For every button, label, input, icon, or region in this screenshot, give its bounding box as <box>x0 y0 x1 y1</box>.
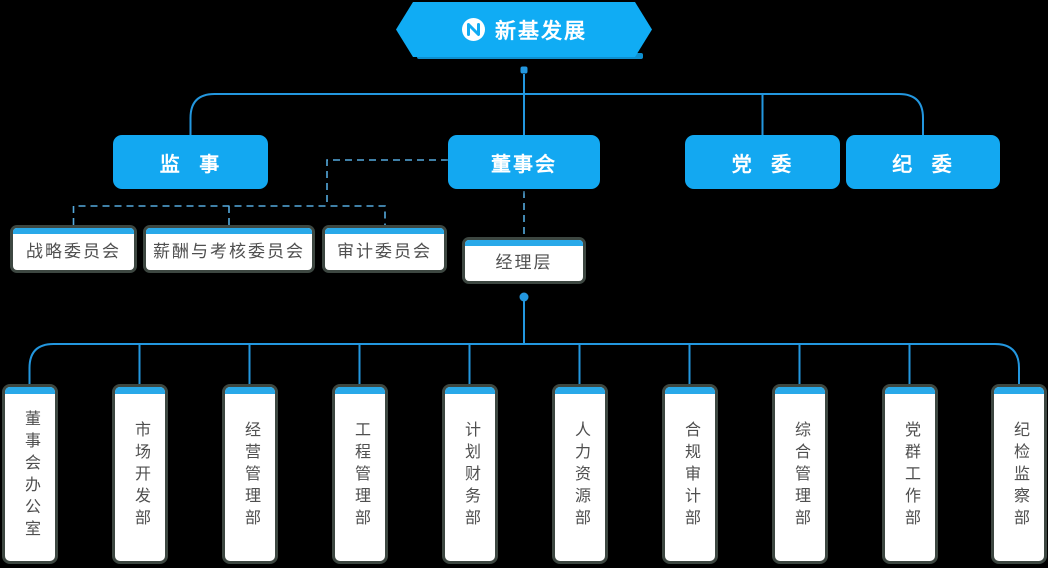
node-compensation-committee: 薪酬与考核委员会 <box>143 225 315 273</box>
node-dept-operations-management: 经营管理部 <box>222 384 278 564</box>
node-label: 工程管理部 <box>352 421 369 531</box>
node-top-bar <box>115 387 165 394</box>
node-top-bar <box>775 387 825 394</box>
company-logo-icon <box>461 17 486 42</box>
node-label: 市场开发部 <box>132 421 149 531</box>
node-dept-compliance-audit: 合规审计部 <box>662 384 718 564</box>
node-label: 计划财务部 <box>462 421 479 531</box>
dashed-board-to-committees <box>326 159 448 206</box>
company-banner: 新基发展 <box>396 2 652 57</box>
node-board-of-directors: 董事会 <box>448 135 600 189</box>
node-label: 党 委 <box>731 153 794 176</box>
node-label: 审计委员会 <box>337 241 432 261</box>
node-strategy-committee: 战略委员会 <box>10 225 137 273</box>
node-label: 监 事 <box>159 153 222 176</box>
node-dept-discipline-inspection: 纪检监察部 <box>991 384 1047 564</box>
node-label: 经营管理部 <box>242 421 259 531</box>
node-label: 战略委员会 <box>26 241 121 261</box>
node-top-bar <box>555 387 605 394</box>
node-dept-general-management: 综合管理部 <box>772 384 828 564</box>
node-discipline-committee: 纪 委 <box>846 135 1000 189</box>
dot-under-management <box>519 292 529 302</box>
node-dept-human-resources: 人力资源部 <box>552 384 608 564</box>
node-top-bar <box>665 387 715 394</box>
node-supervisors: 监 事 <box>113 135 268 189</box>
node-dept-planning-finance: 计划财务部 <box>442 384 498 564</box>
node-label: 董事会办公室 <box>22 410 39 542</box>
node-top-bar <box>146 228 312 234</box>
dot-under-banner <box>520 66 528 74</box>
company-name: 新基发展 <box>495 19 587 43</box>
node-dept-party-mass-work: 党群工作部 <box>882 384 938 564</box>
node-top-bar <box>445 387 495 394</box>
node-management-layer: 经理层 <box>462 237 586 284</box>
node-top-bar <box>465 240 583 246</box>
node-label: 纪检监察部 <box>1011 421 1028 531</box>
node-label: 董事会 <box>491 153 557 176</box>
node-top-bar <box>994 387 1044 394</box>
node-top-bar <box>885 387 935 394</box>
node-top-bar <box>225 387 275 394</box>
line-top-trunk <box>189 93 924 135</box>
node-dept-board-office: 董事会办公室 <box>2 384 58 564</box>
node-label: 薪酬与考核委员会 <box>153 241 305 261</box>
node-party-committee: 党 委 <box>685 135 840 189</box>
node-label: 党群工作部 <box>902 421 919 531</box>
node-top-bar <box>325 228 444 234</box>
node-dept-market-development: 市场开发部 <box>112 384 168 564</box>
node-label: 人力资源部 <box>572 421 589 531</box>
node-label: 经理层 <box>495 253 553 272</box>
node-label: 综合管理部 <box>792 421 809 531</box>
node-audit-committee: 审计委员会 <box>322 225 447 273</box>
node-label: 纪 委 <box>892 153 954 176</box>
node-label: 合规审计部 <box>682 421 699 531</box>
node-top-bar <box>13 228 134 234</box>
line-bottom-trunk <box>28 343 1020 384</box>
node-top-bar <box>5 387 55 394</box>
node-dept-engineering-management: 工程管理部 <box>332 384 388 564</box>
node-top-bar <box>335 387 385 394</box>
